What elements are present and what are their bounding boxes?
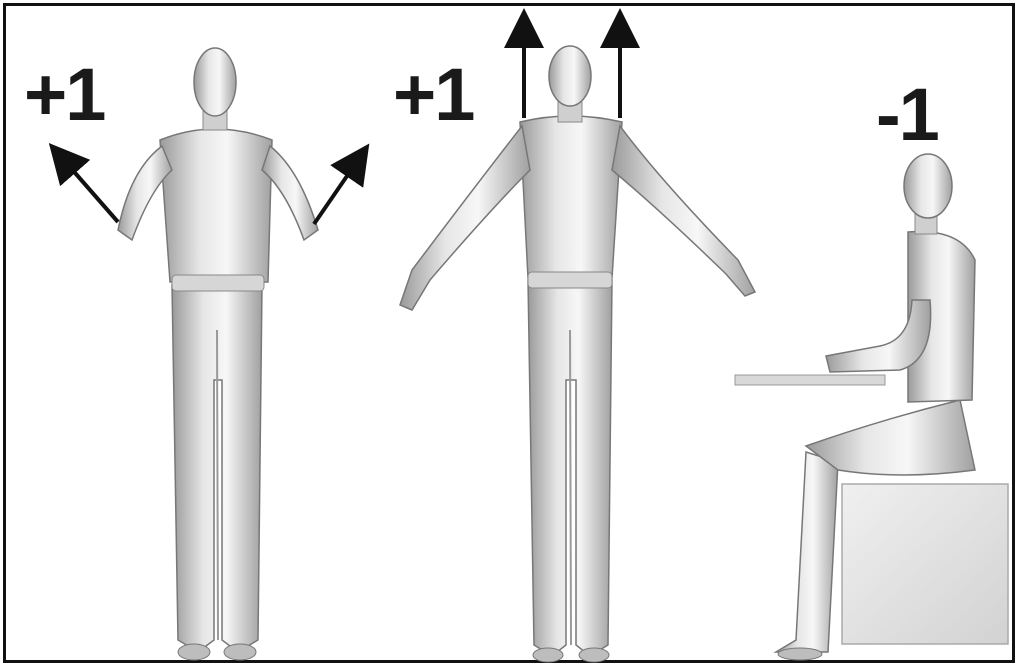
- table-surface: [735, 375, 885, 385]
- figure-seated-supported-arm: [735, 154, 1008, 660]
- arrow-left-abduction: [62, 158, 118, 222]
- arrow-right-abduction: [314, 160, 358, 224]
- score-label-supported-arm: -1: [876, 78, 938, 152]
- figure-abducted-arms: [62, 48, 358, 660]
- score-label-abducted: +1: [24, 58, 104, 132]
- seat-box: [842, 484, 1008, 644]
- score-label-raised-shoulders: +1: [393, 58, 473, 132]
